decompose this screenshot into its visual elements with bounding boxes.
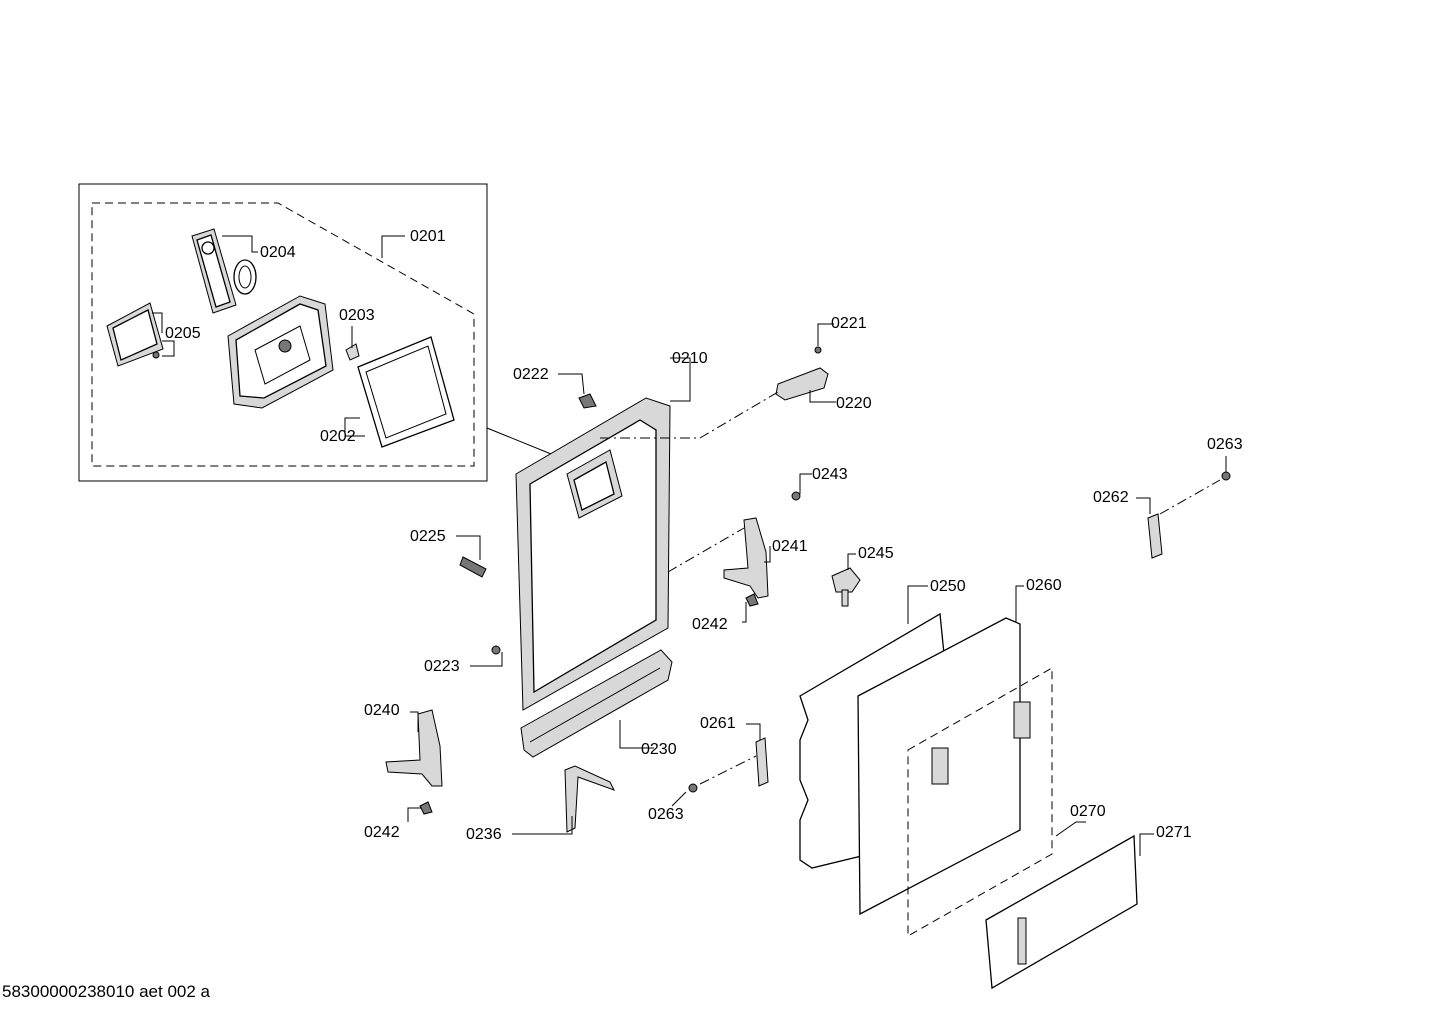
part-0240-hinge	[385, 709, 443, 787]
alignment-lines	[600, 391, 1221, 785]
label-0263-right: 0263	[1207, 436, 1243, 453]
label-0223: 0223	[424, 658, 460, 675]
part-0203	[345, 343, 360, 361]
part-0220	[775, 367, 829, 401]
label-0203: 0203	[339, 307, 375, 324]
part-0242-clip-left	[419, 801, 433, 815]
label-0262: 0262	[1093, 489, 1129, 506]
part-0261	[755, 737, 769, 787]
part-0270-outline	[907, 667, 1053, 937]
part-0241-hinge	[723, 517, 769, 599]
part-dispenser-body	[227, 295, 334, 409]
label-0240: 0240	[364, 702, 400, 719]
screw-0263-left	[688, 783, 698, 793]
part-0210-inner-door	[515, 397, 671, 711]
part-0245	[831, 567, 861, 607]
label-0242-left: 0242	[364, 824, 400, 841]
label-0261: 0261	[700, 715, 736, 732]
label-0270: 0270	[1070, 803, 1106, 820]
label-0225: 0225	[410, 528, 446, 545]
label-0201: 0201	[410, 228, 446, 245]
leader-lines	[152, 235, 1227, 856]
label-0210: 0210	[672, 350, 708, 367]
label-0260: 0260	[1026, 577, 1062, 594]
part-0271-plate	[985, 834, 1138, 990]
screw-0223	[491, 645, 501, 655]
screw-0222	[578, 393, 597, 409]
part-0242-clip-right	[745, 593, 759, 607]
label-0204: 0204	[260, 244, 296, 261]
label-0230: 0230	[641, 741, 677, 758]
label-0205: 0205	[165, 325, 201, 342]
label-0263-left: 0263	[648, 806, 684, 823]
part-0204-lid	[191, 228, 257, 314]
label-0236: 0236	[466, 826, 502, 843]
label-0245: 0245	[858, 545, 894, 562]
part-0262	[1147, 513, 1163, 559]
label-0243: 0243	[812, 466, 848, 483]
detail-inset	[78, 183, 557, 482]
label-0241: 0241	[772, 538, 808, 555]
drawing-number: 58300000238010 aet 002 a	[2, 982, 210, 1001]
label-0220: 0220	[836, 395, 872, 412]
label-0221: 0221	[831, 315, 867, 332]
label-0250: 0250	[930, 578, 966, 595]
part-0205-plate	[106, 302, 164, 367]
part-0202-gasket	[357, 336, 455, 448]
label-0271: 0271	[1156, 824, 1192, 841]
label-0222: 0222	[513, 366, 549, 383]
part-0260-front-panel	[857, 617, 1031, 916]
part-0230-bottom-bar	[520, 649, 673, 758]
screw-0243	[791, 491, 801, 501]
label-0202: 0202	[320, 428, 356, 445]
screw-0221	[814, 346, 822, 354]
part-0236-bracket	[564, 765, 616, 833]
screw-0263-right	[1221, 471, 1231, 481]
label-0242-right: 0242	[692, 616, 728, 633]
screw-0225	[459, 556, 487, 578]
